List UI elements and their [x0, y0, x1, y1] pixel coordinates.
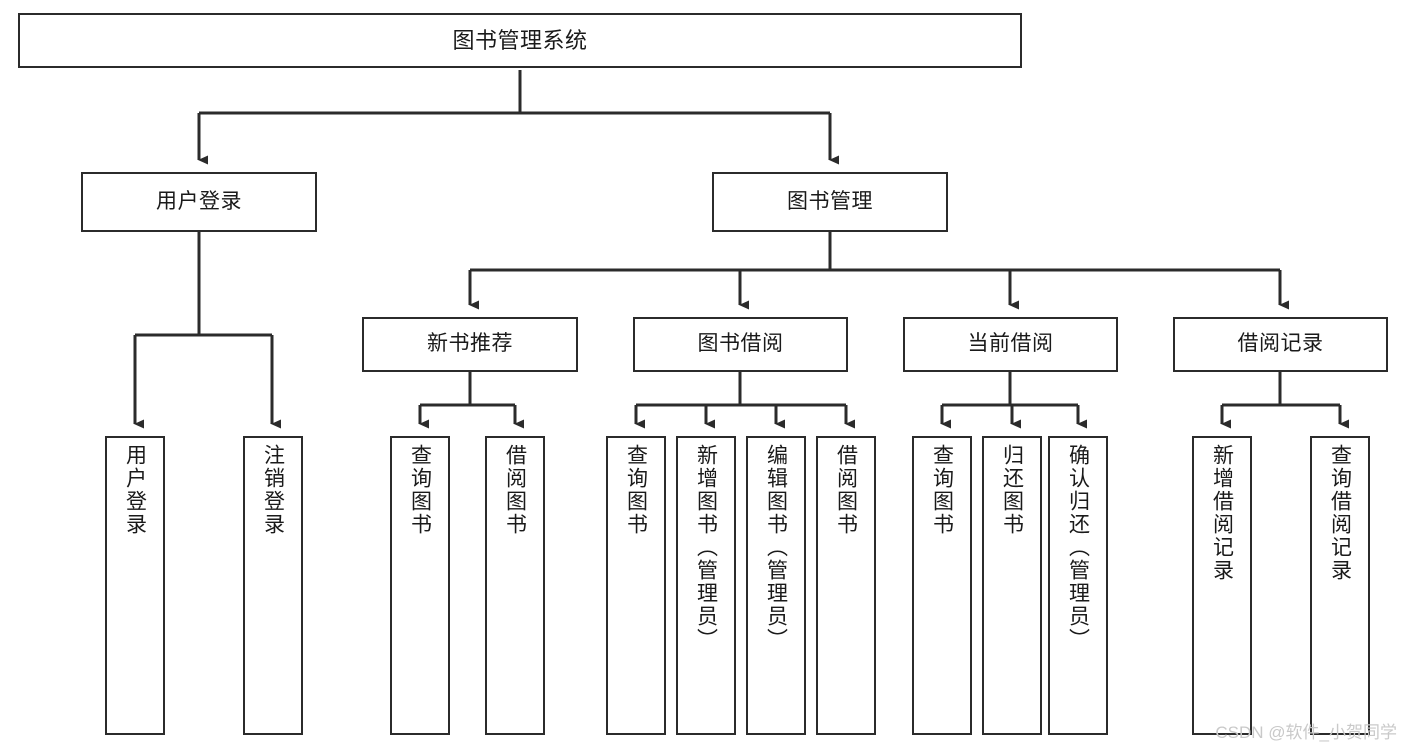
node-label: 当前借阅 [967, 332, 1054, 356]
node-label: 新增借阅记录 [1210, 444, 1234, 582]
leaf-new-book-query[interactable]: 查询图书 [390, 436, 450, 735]
leaf-book-borrow-query[interactable]: 查询图书 [606, 436, 666, 735]
node-user-login[interactable]: 用户登录 [81, 172, 317, 232]
node-label: 查询图书 [624, 444, 648, 536]
leaf-current-borrow-query[interactable]: 查询图书 [912, 436, 972, 735]
node-label: 归还图书 [1000, 444, 1024, 536]
node-new-book-recommend[interactable]: 新书推荐 [362, 317, 578, 372]
csdn-watermark: CSDN @软件_小贺同学 [1215, 723, 1397, 742]
node-label: 图书借阅 [697, 332, 784, 356]
node-label: 编辑图书（管理员） [764, 444, 788, 651]
node-label: 新增图书（管理员） [694, 444, 718, 651]
node-label: 借阅图书 [503, 444, 527, 536]
leaf-book-borrow-add[interactable]: 新增图书（管理员） [676, 436, 736, 735]
leaf-current-borrow-confirm-return[interactable]: 确认归还（管理员） [1048, 436, 1108, 735]
leaf-book-borrow-edit[interactable]: 编辑图书（管理员） [746, 436, 806, 735]
node-current-borrow[interactable]: 当前借阅 [903, 317, 1118, 372]
node-label: 新书推荐 [427, 332, 513, 356]
leaf-borrow-records-add[interactable]: 新增借阅记录 [1192, 436, 1252, 735]
node-label: 图书管理 [787, 189, 873, 213]
node-label: 用户登录 [123, 444, 147, 536]
node-book-management[interactable]: 图书管理 [712, 172, 948, 232]
node-label: 查询图书 [930, 444, 954, 536]
node-label: 确认归还（管理员） [1066, 444, 1090, 651]
leaf-book-borrow-borrow[interactable]: 借阅图书 [816, 436, 876, 735]
node-label: 借阅图书 [834, 444, 858, 536]
node-label: 用户登录 [156, 189, 242, 213]
leaf-user-login-login[interactable]: 用户登录 [105, 436, 165, 735]
leaf-current-borrow-return[interactable]: 归还图书 [982, 436, 1042, 735]
node-label: 查询借阅记录 [1328, 444, 1352, 582]
leaf-borrow-records-query[interactable]: 查询借阅记录 [1310, 436, 1370, 735]
node-book-borrow[interactable]: 图书借阅 [633, 317, 848, 372]
leaf-new-book-borrow[interactable]: 借阅图书 [485, 436, 545, 735]
node-label: 注销登录 [261, 444, 285, 536]
node-root-system[interactable]: 图书管理系统 [18, 13, 1022, 68]
leaf-user-login-logout[interactable]: 注销登录 [243, 436, 303, 735]
node-label: 借阅记录 [1237, 332, 1324, 356]
node-label: 查询图书 [408, 444, 432, 536]
node-label: 图书管理系统 [452, 27, 588, 53]
node-borrow-records[interactable]: 借阅记录 [1173, 317, 1388, 372]
